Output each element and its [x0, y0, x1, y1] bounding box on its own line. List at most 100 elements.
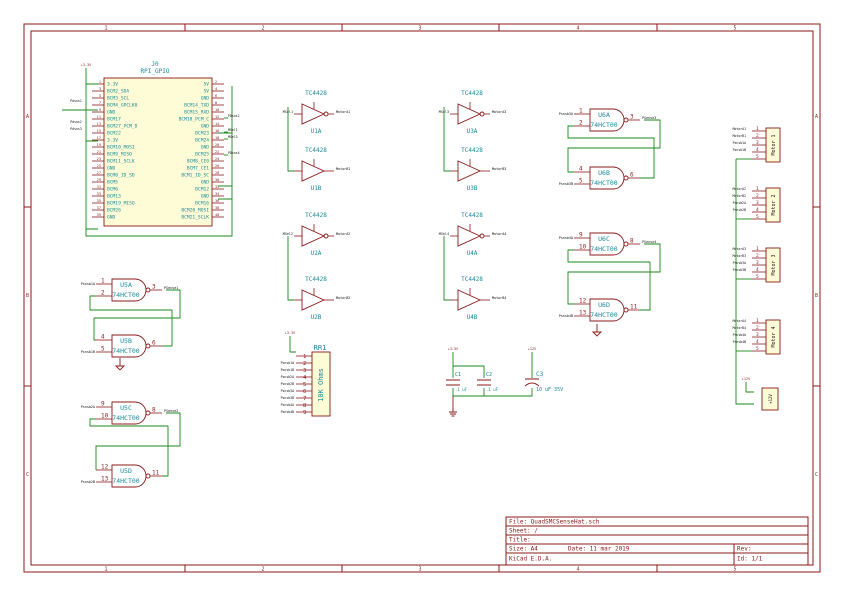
rpi-right-pin-number: 28 [215, 171, 219, 175]
driver-value: TC4428 [461, 90, 483, 97]
cap-wires [452, 352, 533, 397]
rpi-left-pin-number: 39 [97, 213, 101, 217]
capacitor-group: +3.3V +12V C1 .1 uF C2 .1 uF C3 10 uF 35… [446, 347, 563, 417]
rpi-right-pin-number: 38 [215, 206, 219, 210]
rpi-left-pin-number: 11 [97, 115, 101, 119]
nand-value: 74HCT00 [590, 121, 617, 129]
driver-output-net: MotorB2 [336, 296, 350, 300]
nand-pin-b-num: 10 [101, 413, 109, 420]
nand-pin-a-num: 1 [579, 108, 583, 115]
rpi-value: RPI_GPIO [141, 68, 170, 75]
rpi-left-pin-number: 21 [97, 150, 101, 154]
pconn-wires [735, 368, 754, 405]
rpi-left-pin-number: 31 [97, 185, 101, 189]
rpi-right-pin-number: 36 [215, 199, 219, 203]
nand-value: 74HCT00 [590, 311, 617, 319]
motor-pin-number: 5 [756, 274, 759, 280]
nand-ref: U5C [120, 404, 132, 412]
nand-pin-b-num: 2 [101, 290, 105, 297]
c3-value: 10 uF 35V [536, 387, 563, 393]
tb-date: Date: 11 mar 2019 [568, 546, 630, 553]
nand-pin-a-num: 1 [101, 278, 105, 285]
rpi-right-pin-name: GND [201, 123, 210, 129]
driver-input-wire [443, 107, 450, 172]
rpi-gpio-header: J0 RPI_GPIO 13.3V3BCM2_SDA5BCM3_SCL7BCM4… [62, 61, 240, 237]
nand-body [589, 298, 625, 322]
rpi-left-pin-name: BCM6 [107, 186, 118, 192]
rpi-left-pin-number: 19 [97, 143, 101, 147]
col-mark-top: 3 [418, 26, 421, 32]
rpi-right-pin-name: BCM14_TXD [184, 102, 209, 108]
rpi-right-pin-name: BCM8_CE0 [187, 158, 209, 164]
rr1-pin-number: 4 [303, 375, 307, 381]
rr1-net-label: Psnsb2B [281, 382, 295, 386]
tb-rev: Rev: [737, 546, 751, 553]
rpi-right-pin-number: 34 [215, 192, 219, 196]
rpi-right-pin-name: BCM12 [195, 186, 209, 192]
rpi-left-pin-name: 3.3V [107, 81, 118, 87]
driver-value: TC4428 [461, 212, 483, 219]
rpi-right-pin-number: 30 [215, 178, 219, 182]
nand-value: 74HCT00 [112, 347, 139, 355]
rpi-right-pin-number: 32 [215, 185, 219, 189]
driver-triangle [301, 160, 326, 182]
motor-pin-number: 3 [756, 200, 759, 206]
rpi-left-pin-name: BCM11_SCLK [107, 158, 135, 164]
rpi-right-pin-name: BCM20_MOSI [181, 207, 209, 213]
driver-value: TC4428 [461, 276, 483, 283]
col-mark-bottom: 2 [261, 567, 264, 573]
driver-triangle [457, 103, 482, 125]
rpi-right-pin-name: BCM7_CE1 [187, 165, 209, 171]
nand-pin-out-num: 3 [630, 114, 634, 121]
col-mark-top: 1 [104, 26, 107, 32]
rpi-right-net-label: MSel3 [228, 135, 238, 139]
c1-value: .1 uF [455, 387, 468, 392]
rpi-right-pin-number: 22 [215, 150, 219, 154]
driver-value: TC4428 [305, 147, 327, 154]
pconn-power: +12V [742, 377, 751, 381]
rpi-right-pin-name: GND [201, 193, 210, 199]
tb-title: Title: [509, 537, 531, 544]
rpi-left-pin-number: 35 [97, 199, 101, 203]
motor-net-label: MotorB2 [733, 194, 747, 198]
driver-output-net: MotorA2 [336, 232, 350, 236]
nand-bubble [145, 410, 151, 416]
rr1-pin-number: 5 [303, 382, 306, 388]
rpi-left-pin-name: 3.3V [107, 137, 118, 143]
rpi-right-pin-number: 40 [215, 213, 219, 217]
rpi-left-pin-number: 37 [97, 206, 101, 210]
cap-power-33: +3.3V [448, 347, 459, 351]
nand-group: 123U5A74HCT00Psnsb1APSense1456U5B74HCT00… [81, 108, 661, 488]
nand-body [111, 334, 147, 358]
motor-pin-number: 2 [756, 133, 759, 139]
nand-gnd-symbol [114, 358, 126, 371]
tb-file: File: QuadSMCSenseHat.sch [509, 519, 600, 526]
motor-pin-number: 4 [756, 207, 759, 213]
rpi-right-pin-number: 10 [215, 108, 219, 112]
nand-bubble [623, 241, 629, 247]
cap-gnd [449, 396, 457, 417]
rpi-ref: J0 [151, 61, 159, 68]
col-mark-top: 4 [576, 26, 579, 32]
nand-pin-a-num: 9 [101, 401, 105, 408]
rr1-net-label: Psnsb4B [281, 410, 295, 414]
motor-net-label: Psnsb4A [733, 333, 747, 337]
driver-ref: U3A [467, 128, 478, 135]
driver-output-net: MotorB1 [336, 167, 350, 171]
driver-value: TC4428 [305, 276, 327, 283]
motor-net-label: Psnsb2B [733, 208, 747, 212]
rpi-right-pin-number: 2 [215, 80, 217, 84]
rpi-right-pin-number: 16 [215, 129, 219, 133]
nand-pin-a-num: 12 [579, 298, 587, 305]
row-mark-right: B [815, 293, 818, 299]
rr1-pin-number: 1 [303, 354, 306, 360]
driver-triangle [301, 225, 326, 247]
nand-pin-b-num: 13 [101, 476, 109, 483]
nand-output-net: PSense2 [164, 409, 178, 413]
tb-sheet: Sheet: / [509, 528, 538, 535]
rpi-left-pin-number: 27 [97, 171, 101, 175]
rpi-right-pin-name: BCM15_RXD [184, 109, 209, 115]
nand-ref: U5B [120, 337, 132, 345]
nand-pin-out-num: 11 [630, 304, 638, 311]
driver-ref: U3B [467, 185, 478, 192]
